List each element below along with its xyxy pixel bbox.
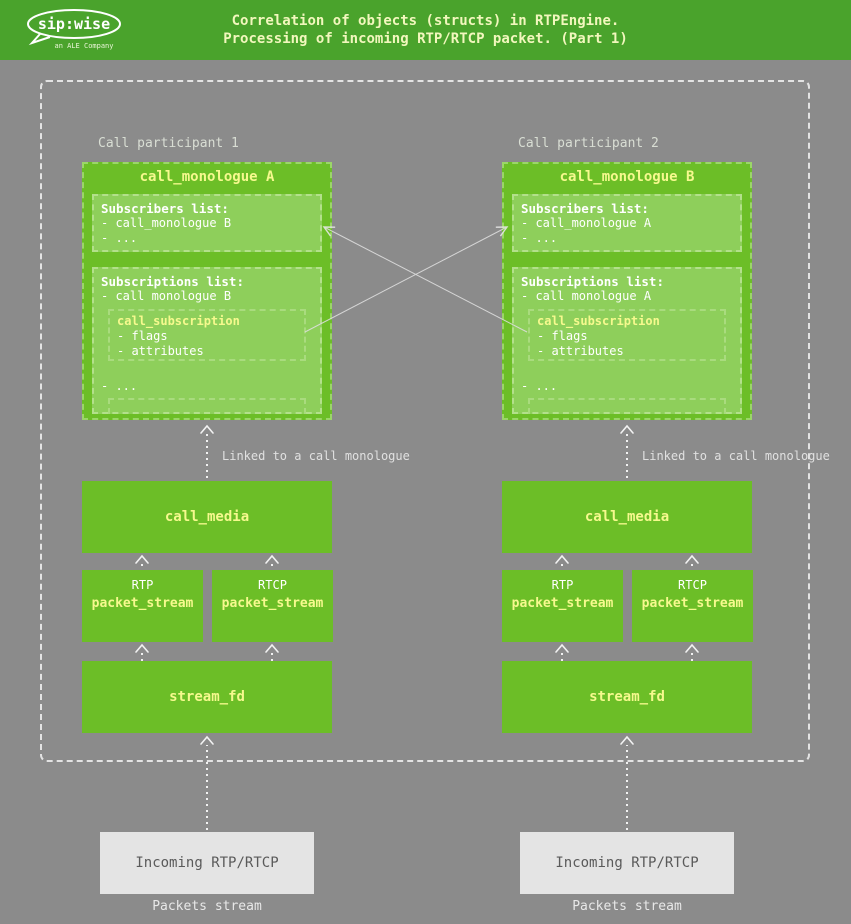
subscribers-item: - call_monologue A [521, 216, 652, 230]
subscriptions-item: - call monologue B [101, 289, 232, 303]
call-subscription-title: call_subscription [537, 314, 660, 328]
logo-speech-bubble [27, 9, 121, 39]
rtp-label: RTP [131, 578, 154, 592]
subscription-item: - attributes [537, 344, 624, 358]
logo-subtext: an ALE Company [54, 42, 113, 50]
packet-stream-rtcp-box: RTCP packet_stream [632, 570, 753, 642]
subscribers-list-box: Subscribers list: - call_monologue B - .… [92, 194, 322, 252]
subscription-item: - flags [537, 329, 588, 343]
linked-to-monologue-label: Linked to a call monologue [642, 449, 830, 463]
call-subscription-title: call_subscription [117, 314, 240, 328]
incoming-rtp-rtcp-box: Incoming RTP/RTCP [520, 832, 734, 894]
call-monologue-a-box: call_monologue A Subscribers list: - cal… [82, 162, 332, 420]
rtp-label: RTP [551, 578, 574, 592]
call-media-box: call_media [502, 481, 752, 553]
call-monologue-b-box: call_monologue B Subscribers list: - cal… [502, 162, 752, 420]
subscribers-item: - ... [521, 231, 558, 245]
partial-subscription-box [108, 398, 306, 414]
packet-stream-title: packet_stream [91, 596, 194, 611]
subscriptions-more: - ... [521, 379, 558, 393]
header-bar: sip:wise an ALE Company Correlation of o… [0, 0, 851, 60]
subscribers-item: - ... [101, 231, 138, 245]
subscribers-list-box: Subscribers list: - call_monologue A - .… [512, 194, 742, 252]
subscription-item: - attributes [117, 344, 204, 358]
packet-stream-title: packet_stream [221, 596, 324, 611]
logo-text: sip:wise [38, 15, 110, 33]
participant-1-label: Call participant 1 [98, 136, 239, 151]
subscriptions-list-title: Subscriptions list: [101, 274, 244, 289]
packet-stream-rtp-box: RTP packet_stream [82, 570, 203, 642]
subscriptions-item: - call monologue A [521, 289, 652, 303]
title-line-1: Correlation of objects (structs) in RTPE… [231, 13, 620, 29]
packets-stream-label: Packets stream [152, 899, 262, 914]
sipwise-logo: sip:wise an ALE Company [22, 6, 142, 58]
packet-stream-title: packet_stream [641, 596, 744, 611]
header-title: Correlation of objects (structs) in RTPE… [0, 12, 851, 48]
packet-stream-title: packet_stream [511, 596, 614, 611]
subscribers-list-title: Subscribers list: [521, 201, 649, 216]
subscriptions-list-box: Subscriptions list: - call monologue A c… [512, 267, 742, 414]
rtcp-label: RTCP [258, 578, 287, 592]
packet-stream-rtp-box: RTP packet_stream [502, 570, 623, 642]
subscriptions-more: - ... [101, 379, 138, 393]
linked-to-monologue-label: Linked to a call monologue [222, 449, 410, 463]
sipwise-logo-drawing: sip:wise an ALE Company [27, 9, 121, 50]
logo-bubble-tail [28, 33, 51, 46]
incoming-rtp-rtcp-box: Incoming RTP/RTCP [100, 832, 314, 894]
rtcp-label: RTCP [678, 578, 707, 592]
subscribers-item: - call_monologue B [101, 216, 232, 230]
call-monologue-b-title: call_monologue B [559, 169, 695, 185]
stream-fd-box: stream_fd [502, 661, 752, 733]
title-line-2: Processing of incoming RTP/RTCP packet. … [223, 31, 628, 47]
stream-fd-box: stream_fd [82, 661, 332, 733]
partial-subscription-box [528, 398, 726, 414]
packet-stream-rtcp-box: RTCP packet_stream [212, 570, 333, 642]
participant-2-column: Call participant 2 call_monologue B Subs… [502, 0, 830, 924]
subscriptions-list-title: Subscriptions list: [521, 274, 664, 289]
subscriptions-list-box: Subscriptions list: - call monologue B c… [92, 267, 322, 414]
packets-stream-label: Packets stream [572, 899, 682, 914]
call-monologue-a-title: call_monologue A [139, 169, 275, 185]
participant-1-column: Call participant 1 call_monologue A Subs… [82, 0, 410, 924]
participant-2-label: Call participant 2 [518, 136, 659, 151]
call-subscription-box: call_subscription - flags - attributes [528, 309, 726, 361]
diagram-frame [40, 80, 810, 762]
subscription-item: - flags [117, 329, 168, 343]
subscribers-list-title: Subscribers list: [101, 201, 229, 216]
call-media-box: call_media [82, 481, 332, 553]
call-subscription-box: call_subscription - flags - attributes [108, 309, 306, 361]
